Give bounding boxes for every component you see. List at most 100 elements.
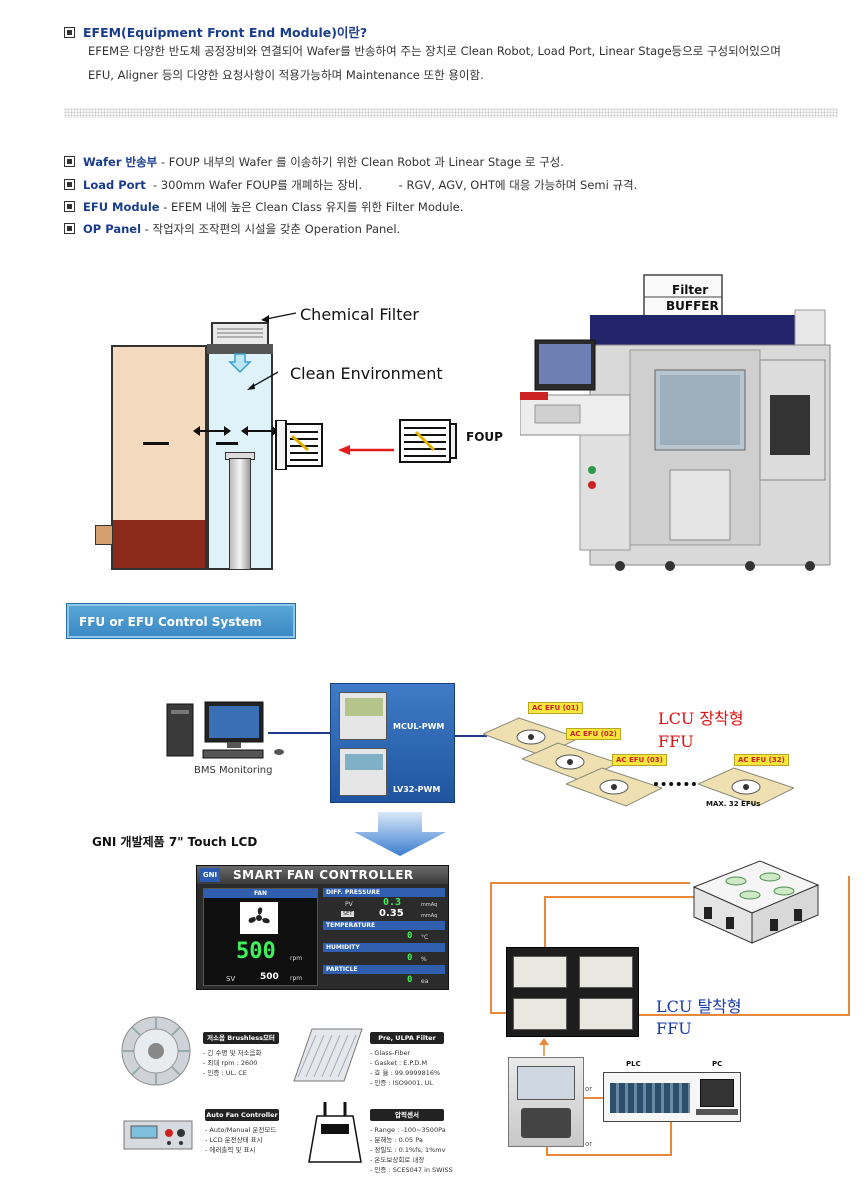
bms-monitoring-label: BMS Monitoring (194, 765, 273, 776)
pv-unit: mmAq (421, 902, 438, 908)
sfc-header: GNI SMART FAN CONTROLLER (197, 866, 448, 884)
ulpa-filter-icon (293, 1028, 363, 1082)
wafer-slot-mark (143, 442, 169, 445)
feature-load-port: Load Port - 300mm Wafer FOUP를 개폐하는 장비. -… (64, 177, 637, 193)
efu-tag: AC EFU (01) (528, 702, 583, 714)
filter-tag: Pre, ULPA Filter (370, 1032, 444, 1044)
set-value: 0.35 (379, 908, 404, 919)
robot-column (229, 458, 251, 570)
insert-arrow-icon (338, 445, 394, 455)
airflow-down-arrow-icon (228, 353, 252, 374)
set-unit: mmAq (421, 913, 438, 919)
cabinet-base-panel (113, 520, 205, 568)
dotted-divider (64, 108, 838, 118)
lcu-cabinet-photo (506, 947, 639, 1037)
intro-title: EFEM(Equipment Front End Module)이란? (64, 22, 367, 41)
filter-fins-icon (217, 328, 263, 338)
motor-spec-list: - 긴 수명 및 저소음화 - 최대 rpm : 2600 - 인증 : UL,… (203, 1049, 262, 1077)
gni-product-label: GNI 개발제품 7" Touch LCD (92, 835, 258, 849)
fan-header: FAN (204, 889, 317, 898)
fan-rpm-display: 500 (236, 939, 276, 964)
fan-icon (240, 902, 278, 934)
foup-label: FOUP (466, 430, 503, 444)
efu-tag: AC EFU (02) (566, 728, 621, 740)
orange-link-line (490, 1012, 506, 1014)
afc-spec-list: - Auto/Manual 운전모드 - LCD 운전상태 표시 - 에러출력 … (205, 1126, 277, 1154)
orange-link-line (670, 1122, 672, 1156)
feature-key: Wafer 반송부 (83, 155, 158, 169)
sensor-spec-list: - Range : -100~3500Pa - 분해능 : 0.05 Pa - … (370, 1126, 453, 1174)
or-label: or (585, 1085, 593, 1093)
orange-link-line (544, 896, 546, 947)
pc-keyboard (696, 1109, 738, 1115)
lcu-mount-label: LCU 장착형 (658, 709, 744, 728)
efem-machine-image (520, 274, 831, 571)
clean-environment-label: Clean Environment (290, 364, 443, 383)
lcu-remove-label: LCU 탈착형 (656, 997, 742, 1016)
intro-title-text: EFEM(Equipment Front End Module)이란? (83, 25, 368, 40)
efu-unit-icon (698, 767, 794, 807)
efu-unit-icon (566, 767, 662, 807)
sv-value: 500 (260, 972, 279, 982)
feature-key: OP Panel (83, 222, 142, 236)
particle-unit: ea (421, 978, 429, 985)
cabinet-handle (95, 525, 113, 545)
square-bullet-icon (64, 201, 75, 212)
square-bullet-icon (64, 179, 75, 190)
feature-key: EFU Module (83, 200, 160, 214)
orange-link-line (546, 1147, 548, 1155)
pc-icon (166, 701, 284, 759)
feature-desc: - EFEM 내에 높은 Clean Class 유지를 위한 Filter M… (159, 200, 464, 214)
hmi-screen (517, 1066, 575, 1100)
temperature-value: 0 (407, 931, 413, 941)
pc-label: PC (712, 1060, 723, 1068)
square-bullet-icon (64, 223, 75, 234)
afc-tag: Auto Fan Controller (205, 1109, 279, 1121)
lv32-controller (339, 748, 387, 796)
square-bullet-icon (64, 27, 75, 38)
filter-frame-bar (207, 344, 273, 354)
orange-link-line (546, 1154, 671, 1156)
ffu-array-icon (692, 860, 820, 944)
load-port-icon (275, 420, 323, 470)
smart-fan-controller-screen: GNI SMART FAN CONTROLLER FAN 500 rpm SV … (196, 865, 449, 990)
double-arrow-icon (241, 426, 279, 436)
intro-line-1: EFEM은 다양한 반도체 공정장비와 연결되어 Wafer를 반송하여 주는 … (88, 44, 781, 58)
humidity-unit: % (421, 956, 427, 963)
humidity-header: HUMIDITY (323, 943, 445, 952)
pc-monitor (700, 1079, 734, 1107)
connection-line (268, 732, 330, 734)
feature-desc: - 작업자의 조작편의 시설을 갖춘 Operation Panel. (141, 222, 401, 236)
pressure-sensor-icon (308, 1102, 362, 1163)
humidity-value: 0 (407, 953, 413, 963)
ellipsis-dots (654, 782, 696, 786)
plc-pc-box (603, 1072, 741, 1122)
or-label: or (585, 1140, 593, 1148)
sensor-tag: 압력센서 (370, 1109, 444, 1121)
feature-key: Load Port (83, 178, 146, 192)
lv32-label: LV32-PWM (393, 785, 441, 794)
lcu-module (513, 956, 567, 988)
machine-buffer-label: BUFFER (666, 299, 719, 313)
efu-tag: AC EFU (03) (612, 754, 667, 766)
lcu-module (579, 998, 633, 1030)
rpm-unit: rpm (290, 955, 303, 962)
connection-line (455, 735, 487, 737)
particle-value: 0 (407, 975, 413, 985)
pointer-arrow-icon (247, 371, 279, 390)
feature-op-panel: OP Panel - 작업자의 조작편의 시설을 갖춘 Operation Pa… (64, 221, 400, 237)
sfc-title: SMART FAN CONTROLLER (233, 868, 414, 882)
orange-link-line (490, 882, 492, 1014)
chemical-filter-label: Chemical Filter (300, 305, 419, 324)
lcu-module (513, 998, 567, 1030)
pv-label: PV (345, 901, 353, 908)
section-title: FFU or EFU Control System (79, 615, 262, 629)
feature-desc: - 300mm Wafer FOUP를 개폐하는 장비. - RGV, AGV,… (145, 178, 638, 192)
ffu-mount-label: FFU (658, 732, 694, 751)
up-arrow-icon (539, 1038, 549, 1056)
brushless-motor-icon (121, 1016, 191, 1086)
orange-link-line (490, 882, 690, 884)
feature-efu-module: EFU Module - EFEM 내에 높은 Clean Class 유지를 … (64, 199, 463, 215)
feature-desc: - FOUP 내부의 Wafer 를 이송하기 위한 Clean Robot 과… (157, 155, 564, 169)
orange-link-line (848, 876, 850, 1016)
